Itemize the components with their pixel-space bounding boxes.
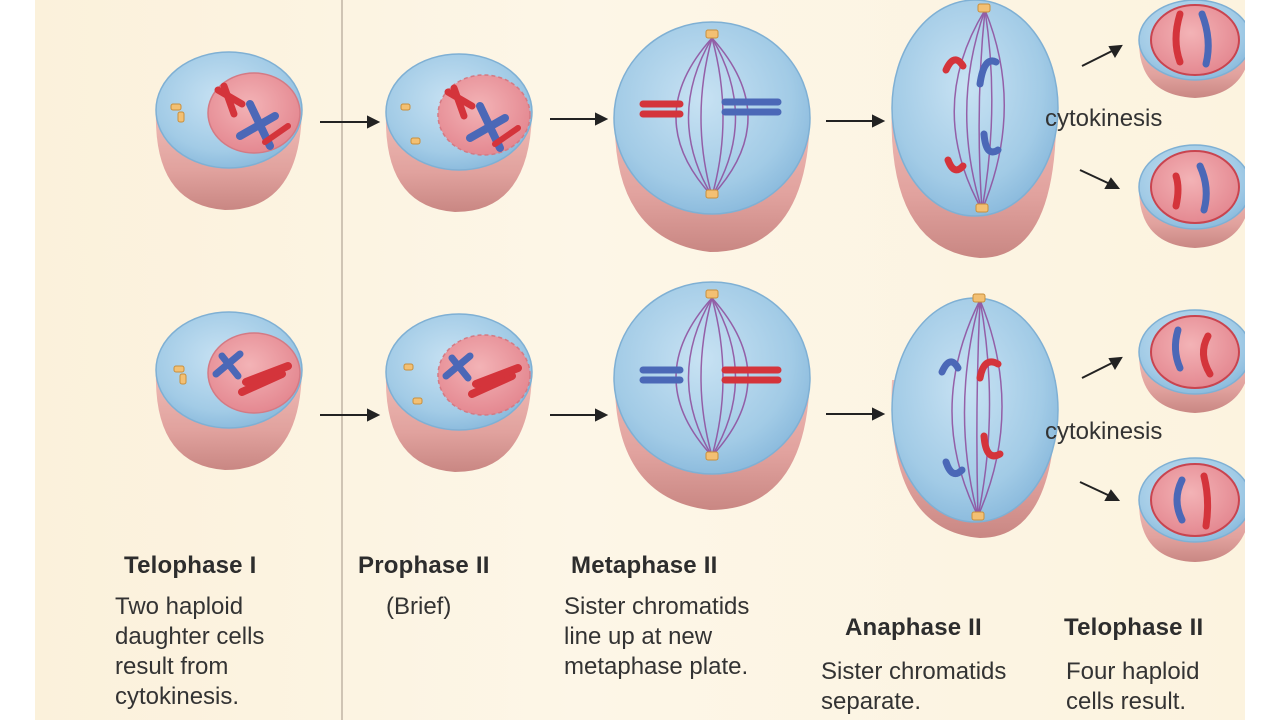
telophase-ii-cell-1 (1139, 0, 1245, 98)
telophase-i-cell-bottom (156, 312, 302, 470)
cytokinesis-label-bottom: cytokinesis (1045, 418, 1162, 446)
prophase-ii-cell-bottom (386, 314, 532, 472)
cytokinesis-label-top: cytokinesis (1045, 105, 1162, 133)
metaphase-ii-cell-bottom (614, 282, 810, 510)
stage-title-telophase-ii: Telophase II (1064, 614, 1203, 642)
stage-title-metaphase-ii: Metaphase II (571, 552, 717, 580)
telophase-i-cell-top (156, 52, 302, 210)
stage-desc-telophase-ii: Four haploid cells result. (1066, 657, 1199, 717)
stage-desc-telophase-i: Two haploid daughter cells result from c… (115, 592, 264, 712)
stage-title-telophase-i: Telophase I (124, 552, 256, 580)
stage-title-anaphase-ii: Anaphase II (845, 614, 982, 642)
stage-desc-metaphase-ii: Sister chromatids line up at new metapha… (564, 592, 749, 682)
metaphase-ii-cell-top (614, 22, 810, 252)
anaphase-ii-cell-top (892, 0, 1058, 258)
telophase-ii-cell-2 (1139, 145, 1245, 248)
diagram-panel: cytokinesis cytokinesis Telophase I Two … (35, 0, 1245, 720)
telophase-ii-cell-3 (1139, 310, 1245, 413)
stage-title-prophase-ii: Prophase II (358, 552, 490, 580)
anaphase-ii-cell-bottom (892, 294, 1058, 538)
stage-desc-anaphase-ii: Sister chromatids separate. (821, 657, 1006, 717)
prophase-ii-cell-top (386, 54, 532, 212)
stage-desc-prophase-ii: (Brief) (386, 592, 451, 622)
telophase-ii-cell-4 (1139, 458, 1245, 562)
